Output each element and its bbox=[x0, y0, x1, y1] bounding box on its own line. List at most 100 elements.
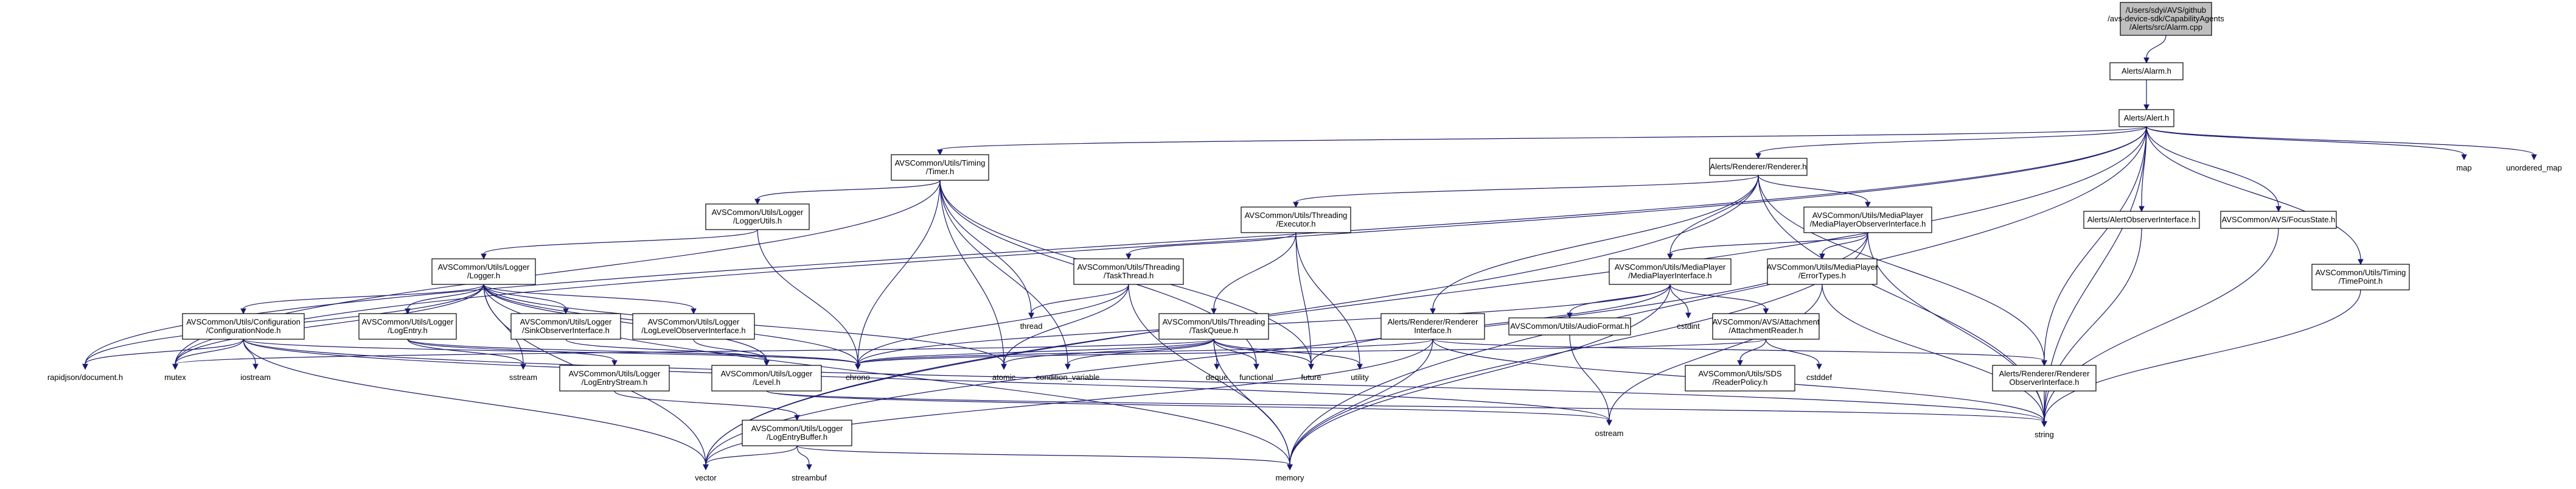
node-label-line: Alerts/Renderer/Renderer.h bbox=[1710, 162, 1807, 171]
node-renderer[interactable]: Alerts/Renderer/Renderer.h bbox=[1709, 158, 1808, 176]
node-label-line: Alerts/Renderer/Renderer bbox=[1388, 317, 1479, 326]
node-logentrystream[interactable]: AVSCommon/Utils/Logger/LogEntryStream.h bbox=[559, 365, 670, 392]
edge-alert_h-to-renderer bbox=[1755, 126, 2147, 160]
node-attachreader[interactable]: AVSCommon/AVS/Attachment/AttachmentReade… bbox=[1712, 313, 1820, 340]
edge-confignode-to-rapidjson bbox=[82, 339, 244, 370]
node-timer[interactable]: AVSCommon/Utils/Timing/Timer.h bbox=[891, 154, 989, 181]
edge-alarm_h-to-alert_h bbox=[2143, 80, 2150, 111]
edge-alert_h-to-map bbox=[2146, 126, 2467, 161]
node-loggerutils[interactable]: AVSCommon/Utils/Logger/LoggerUtils.h bbox=[705, 203, 810, 230]
node-timepoint[interactable]: AVSCommon/Utils/Timing/TimePoint.h bbox=[2311, 264, 2410, 290]
node-taskthread[interactable]: AVSCommon/Utils/Threading/TaskThread.h bbox=[1073, 258, 1184, 285]
node-box bbox=[1992, 365, 2097, 392]
node-label-line: AVSCommon/Utils/Logger bbox=[569, 369, 661, 378]
node-errortypes[interactable]: AVSCommon/Utils/MediaPlayer/ErrorTypes.h bbox=[1767, 258, 1878, 285]
node-box bbox=[358, 313, 457, 340]
node-label-line: AVSCommon/AVS/FocusState.h bbox=[2222, 215, 2336, 224]
node-alert-h[interactable]: Alerts/Alert.h bbox=[2118, 109, 2174, 127]
node-label-line: condition_variable bbox=[1036, 373, 1100, 382]
edge-logger-to-loglevelobs bbox=[483, 284, 697, 315]
node-taskqueue[interactable]: AVSCommon/Utils/Threading/TaskQueue.h bbox=[1158, 313, 1269, 340]
node-box bbox=[2220, 211, 2337, 229]
node-cstddef: cstddef bbox=[1806, 373, 1832, 382]
edge-attachreader-to-chrono bbox=[855, 339, 1767, 370]
node-label-line: AVSCommon/Utils/Timing bbox=[895, 158, 986, 167]
node-focusstate[interactable]: AVSCommon/AVS/FocusState.h bbox=[2220, 211, 2337, 229]
edge-confignode-to-chrono bbox=[243, 339, 861, 370]
node-box bbox=[742, 420, 852, 446]
node-label-line: /Level.h bbox=[753, 378, 781, 387]
edge-attachreader-to-cstddef bbox=[1765, 339, 1822, 370]
node-label-line: AVSCommon/Utils/Logger bbox=[362, 317, 454, 326]
node-label-line: AVSCommon/Utils/Threading bbox=[1245, 211, 1348, 220]
node-label-line: /AttachmentReader.h bbox=[1728, 326, 1803, 335]
edge-logentry-to-logentrystream bbox=[407, 339, 618, 367]
graph-edges bbox=[82, 35, 2537, 471]
node-label-line: AVSCommon/Utils/Logger bbox=[520, 317, 612, 326]
edge-taskqueue-to-mutex bbox=[172, 339, 1214, 370]
node-label-line: Alerts/AlertObserverInterface.h bbox=[2087, 215, 2196, 224]
node-mpobs[interactable]: AVSCommon/Utils/MediaPlayer/MediaPlayerO… bbox=[1803, 206, 1932, 233]
node-label-line: /LogEntry.h bbox=[388, 326, 428, 335]
node-rendererobs[interactable]: Alerts/Renderer/RendererObserverInterfac… bbox=[1992, 365, 2097, 392]
node-chrono: chrono bbox=[846, 373, 870, 382]
node-executor[interactable]: AVSCommon/Utils/Threading/Executor.h bbox=[1241, 206, 1351, 233]
node-logger[interactable]: AVSCommon/Utils/Logger/Logger.h bbox=[431, 258, 536, 285]
node-future: future bbox=[1301, 373, 1321, 382]
edge-alertobs-to-string bbox=[2041, 228, 2142, 427]
node-unordered-map: unordered_map bbox=[2506, 163, 2562, 172]
node-string: string bbox=[2035, 430, 2054, 439]
node-label-line: AVSCommon/AVS/Attachment bbox=[1713, 317, 1820, 326]
node-sdsreader[interactable]: AVSCommon/Utils/SDS/ReaderPolicy.h bbox=[1685, 365, 1795, 392]
node-alarm-h[interactable]: Alerts/Alarm.h bbox=[2109, 62, 2184, 80]
edge-timer-to-loggerutils bbox=[754, 180, 941, 205]
edge-alert_h-to-unordered_map bbox=[2146, 126, 2537, 161]
node-box bbox=[705, 203, 810, 230]
edge-mpobs-to-mpif bbox=[1667, 232, 1868, 260]
node-label-line: cstdint bbox=[1677, 322, 1700, 331]
node-audioformat[interactable]: AVSCommon/Utils/AudioFormat.h bbox=[1508, 317, 1631, 336]
node-label-line: cstddef bbox=[1806, 373, 1832, 382]
node-logentrybuffer[interactable]: AVSCommon/Utils/Logger/LogEntryBuffer.h bbox=[742, 420, 852, 446]
node-label-line: /LoggerUtils.h bbox=[733, 216, 782, 225]
node-mpif[interactable]: AVSCommon/Utils/MediaPlayer/MediaPlayerI… bbox=[1609, 258, 1732, 285]
node-level[interactable]: AVSCommon/Utils/Logger/Level.h bbox=[711, 365, 822, 392]
node-box bbox=[2311, 264, 2410, 290]
edge-mpobs-to-errortypes bbox=[1819, 232, 1868, 260]
node-condvar: condition_variable bbox=[1036, 373, 1100, 382]
node-logentry[interactable]: AVSCommon/Utils/Logger/LogEntry.h bbox=[358, 313, 457, 340]
node-label-line: AVSCommon/Utils/AudioFormat.h bbox=[1510, 322, 1629, 331]
node-label-line: chrono bbox=[846, 373, 870, 382]
node-box bbox=[1712, 313, 1820, 340]
node-label-line: iostream bbox=[240, 373, 271, 382]
node-alertobs[interactable]: Alerts/AlertObserverInterface.h bbox=[2083, 211, 2200, 229]
node-box bbox=[1803, 206, 1932, 233]
node-label-line: rapidjson/document.h bbox=[47, 373, 123, 382]
node-memory: memory bbox=[1276, 473, 1304, 482]
edge-rendererif-to-memory bbox=[1287, 339, 1433, 471]
node-confignode[interactable]: AVSCommon/Utils/Configuration/Configurat… bbox=[182, 313, 305, 340]
node-label-line: string bbox=[2035, 430, 2054, 439]
node-label-line: AVSCommon/Utils/Logger bbox=[751, 424, 843, 433]
node-sinkobs[interactable]: AVSCommon/Utils/Logger/SinkObserverInter… bbox=[510, 313, 621, 340]
node-label-line: /TimePoint.h bbox=[2339, 276, 2383, 286]
node-root[interactable]: /Users/sdyi/AVS/github/avs-device-sdk/Ca… bbox=[2108, 2, 2224, 36]
node-loglevelobs[interactable]: AVSCommon/Utils/Logger/LogLevelObserverI… bbox=[632, 313, 755, 340]
node-label-line: future bbox=[1301, 373, 1321, 382]
edge-alert_h-to-memory bbox=[1287, 126, 2147, 471]
node-iostream: iostream bbox=[240, 373, 271, 382]
node-label-line: vector bbox=[695, 473, 717, 482]
edge-loggerutils-to-logger bbox=[481, 229, 758, 260]
node-streambuf: streambuf bbox=[792, 473, 827, 482]
edge-level-to-ostream bbox=[766, 390, 1612, 426]
node-label-line: /Executor.h bbox=[1276, 219, 1315, 228]
node-label-line: AVSCommon/Utils/Logger bbox=[721, 369, 813, 378]
node-box bbox=[1609, 258, 1732, 285]
node-label-line: /Alerts/src/Alarm.cpp bbox=[2129, 23, 2202, 32]
node-label-line: map bbox=[2456, 163, 2471, 172]
node-box bbox=[559, 365, 670, 392]
node-label-line: unordered_map bbox=[2506, 163, 2562, 172]
edge-logentry-to-sstream bbox=[407, 339, 526, 370]
edge-taskqueue-to-future bbox=[1213, 339, 1314, 370]
